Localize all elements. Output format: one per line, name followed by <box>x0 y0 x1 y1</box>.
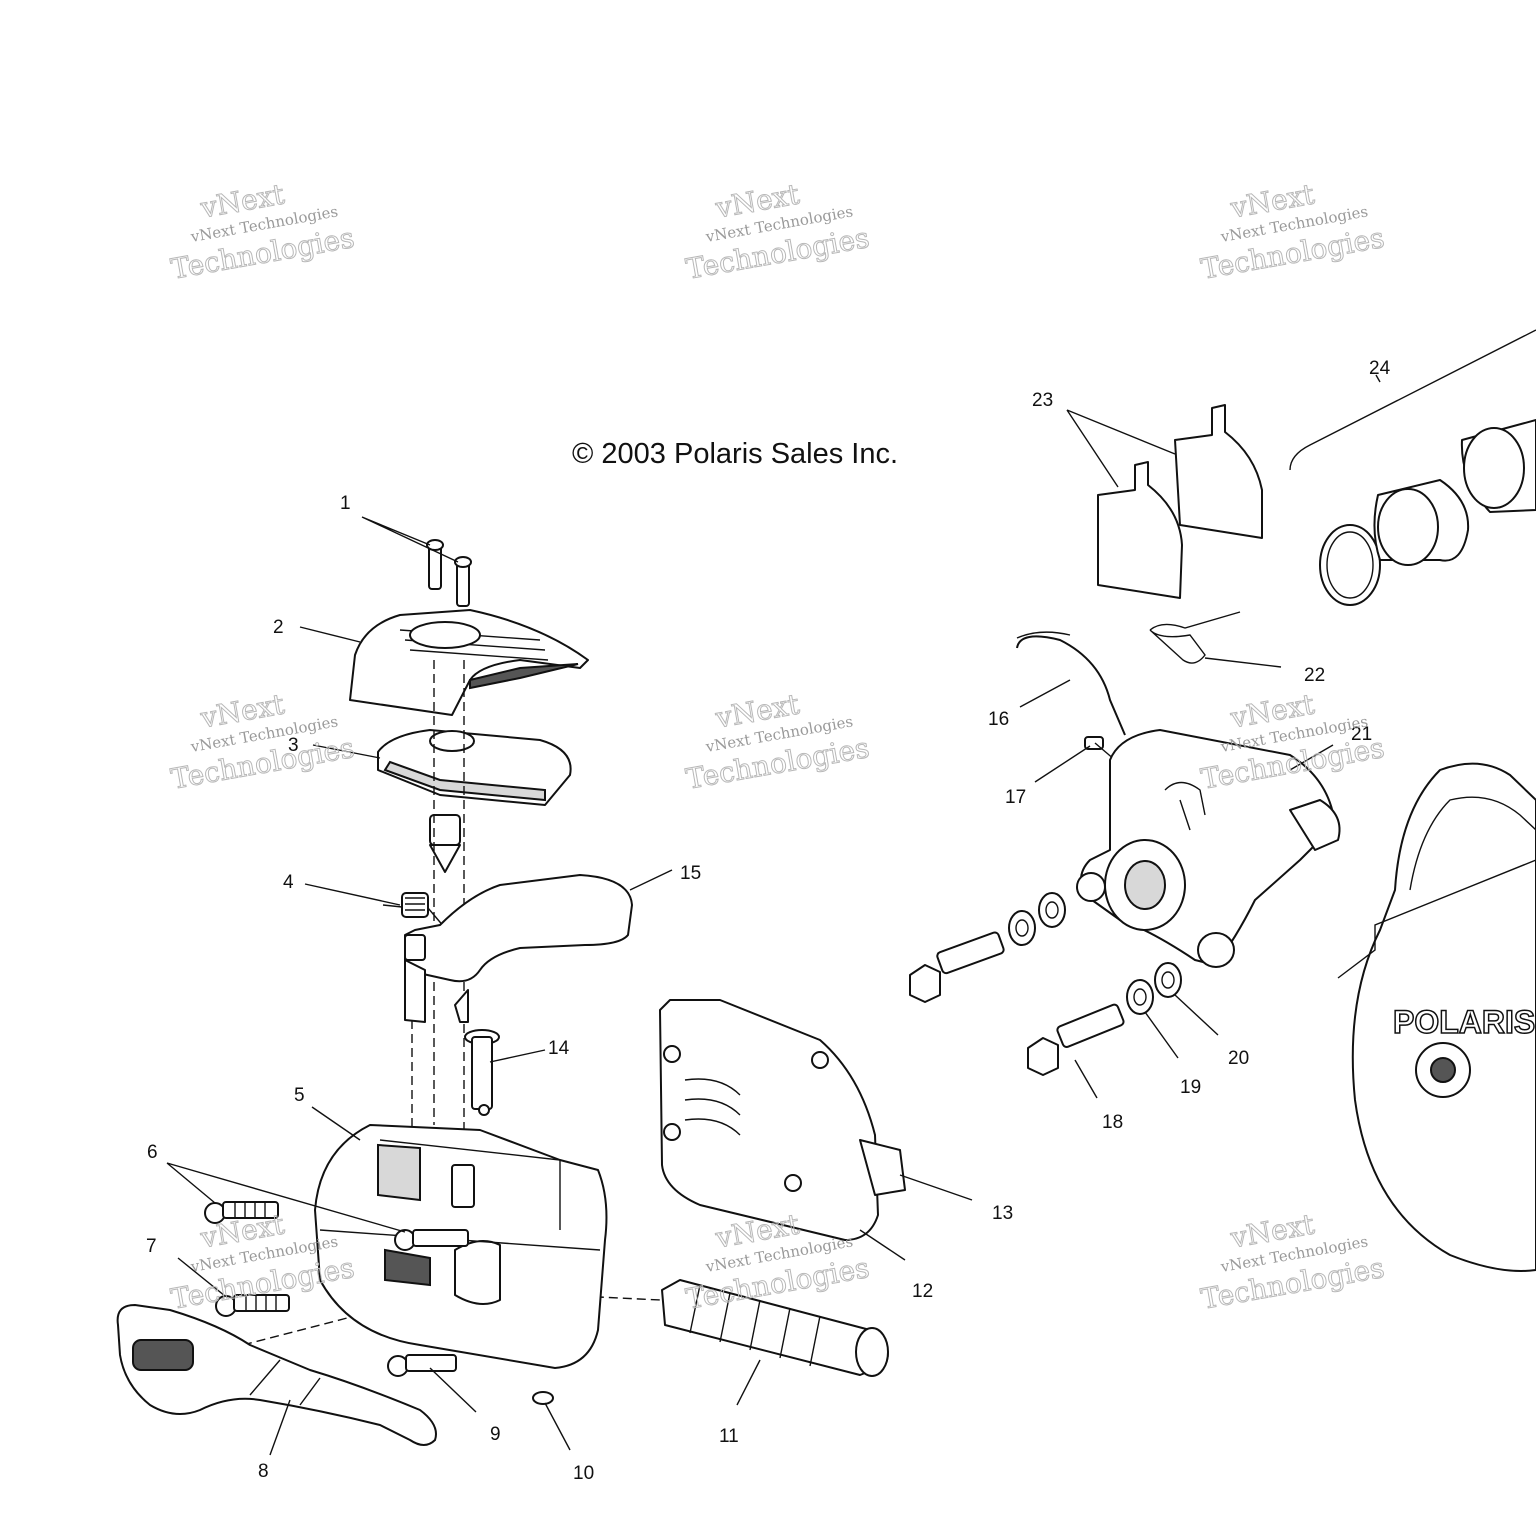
callout-labels: 1 2 3 4 5 6 7 8 9 10 11 12 13 14 15 16 1… <box>146 358 1391 1484</box>
part-19-washer <box>1126 979 1154 1015</box>
callout-10: 10 <box>573 1463 594 1484</box>
watermark-5: vNext vNext Technologies Technologies <box>683 687 872 796</box>
chaincase-cover: POLARIS <box>1337 762 1536 1272</box>
piston-plug <box>429 814 461 873</box>
part-24-piston-kit <box>1289 329 1536 606</box>
callout-9: 9 <box>490 1424 501 1445</box>
part-16-brake-line <box>1016 631 1126 736</box>
callout-2: 2 <box>273 617 284 638</box>
polaris-logo-text: POLARIS <box>1393 1004 1535 1040</box>
part-12-handlebar-clamp <box>659 999 879 1241</box>
callout-20: 20 <box>1228 1048 1249 1069</box>
part-21-caliper <box>1076 729 1341 968</box>
part-4-spring <box>382 892 446 929</box>
part-18-bolt <box>1027 1003 1125 1076</box>
leader-lines <box>166 374 1381 1456</box>
callout-11: 11 <box>719 1426 739 1447</box>
part-2-reservoir-cover <box>349 609 589 716</box>
part-20-washer <box>1154 962 1182 998</box>
callout-19: 19 <box>1180 1077 1201 1098</box>
caliper-bolt-upper <box>909 931 1005 1003</box>
part-1-screws <box>426 539 472 607</box>
part-23-brake-pads <box>1097 404 1263 599</box>
watermark-9: vNext vNext Technologies Technologies <box>1198 1207 1387 1316</box>
copyright-text: © 2003 Polaris Sales Inc. <box>572 438 898 470</box>
callout-6: 6 <box>147 1142 158 1163</box>
part-10-washer <box>532 1391 554 1405</box>
washers-upper <box>1008 892 1066 946</box>
callout-18: 18 <box>1102 1112 1123 1133</box>
watermark-3: vNext vNext Technologies Technologies <box>1198 177 1387 286</box>
watermark-2: vNext vNext Technologies Technologies <box>683 177 872 286</box>
part-14-pin <box>464 1029 500 1116</box>
callout-14: 14 <box>548 1038 570 1059</box>
part-15-throttle-lever <box>404 874 633 1023</box>
callout-8: 8 <box>258 1461 269 1482</box>
callout-1: 1 <box>340 493 351 514</box>
part-3-diaphragm <box>377 729 572 806</box>
callout-4: 4 <box>283 872 294 893</box>
watermark-1: vNext vNext Technologies Technologies <box>168 177 357 286</box>
part-8-brake-lever <box>116 1304 437 1446</box>
callout-13: 13 <box>992 1203 1013 1224</box>
callout-7: 7 <box>146 1236 157 1257</box>
part-6-screw-b <box>394 1229 469 1251</box>
callout-24b: 24 <box>1369 358 1391 379</box>
callout-21: 21 <box>1351 724 1372 745</box>
callout-16: 16 <box>988 709 1009 730</box>
part-13-clamp-bracket <box>859 1139 906 1196</box>
watermark-4: vNext vNext Technologies Technologies <box>168 687 357 796</box>
watermark-6: vNext vNext Technologies Technologies <box>1198 687 1387 796</box>
callout-3: 3 <box>288 735 299 756</box>
callout-12: 12 <box>912 1281 933 1302</box>
part-11-grip-sleeve <box>661 1279 889 1377</box>
callout-22: 22 <box>1304 665 1325 686</box>
part-22-clip <box>1149 611 1241 664</box>
callout-5: 5 <box>294 1085 305 1106</box>
part-7-screw <box>215 1294 290 1317</box>
part-9-screw <box>387 1354 457 1377</box>
callout-15: 15 <box>680 863 701 884</box>
callout-24: 23 <box>1032 390 1053 411</box>
callout-17: 17 <box>1005 787 1026 808</box>
